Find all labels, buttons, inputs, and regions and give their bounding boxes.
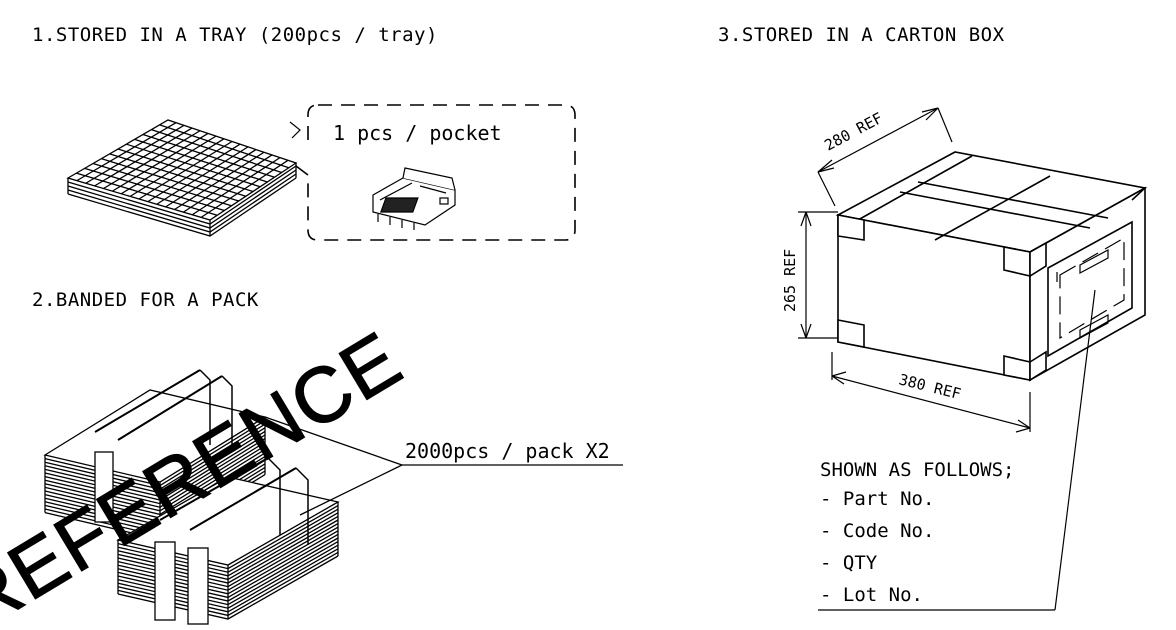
dim-380-label: 380 REF	[897, 370, 963, 403]
pack-callout-leaders	[264, 416, 623, 516]
label-item-code-no: - Code No.	[820, 520, 934, 542]
carton-box	[835, 151, 1148, 382]
tray-grid-line	[112, 132, 209, 192]
dim-280-label: 280 REF	[821, 109, 885, 155]
dim-265-label: 265 REF	[781, 249, 799, 312]
tray-grid-line	[129, 138, 225, 197]
tray-grid-line	[94, 127, 193, 187]
carton-heading: 3.STORED IN A CARTON BOX	[718, 24, 1005, 46]
tray-grid-line	[183, 154, 273, 213]
label-item-part-no: - Part No.	[820, 488, 934, 510]
tray-grid-line	[147, 143, 241, 203]
pack-illustration-front	[116, 457, 340, 625]
tray-grid-line	[103, 130, 201, 190]
tray-grid-line	[174, 151, 265, 211]
pocket-label: 1 pcs / pocket	[333, 121, 502, 145]
tray-heading: 1.STORED IN A TRAY (200pcs / tray)	[32, 24, 438, 46]
carton-dimensions	[798, 107, 1096, 611]
label-item-qty: - QTY	[820, 552, 878, 574]
tray-grid-line	[200, 159, 289, 218]
tray-illustration	[66, 119, 298, 237]
tray-grid-line	[76, 122, 177, 182]
tray-grid-line	[85, 124, 185, 184]
tray-pocket-grid	[76, 122, 290, 218]
tray-grid-line	[156, 146, 249, 205]
connector-part	[372, 167, 456, 230]
label-item-lot-no: - Lot No.	[820, 584, 923, 606]
pack-callout-label: 2000pcs / pack X2	[405, 439, 610, 463]
pack-heading: 2.BANDED FOR A PACK	[32, 289, 259, 311]
tray-grid-line	[191, 157, 281, 216]
label-title: SHOWN AS FOLLOWS;	[820, 459, 1014, 481]
pocket-callout	[289, 104, 576, 241]
tray-grid-line	[120, 135, 217, 195]
tray-grid-line	[165, 149, 257, 208]
tray-grid-line	[138, 140, 233, 200]
